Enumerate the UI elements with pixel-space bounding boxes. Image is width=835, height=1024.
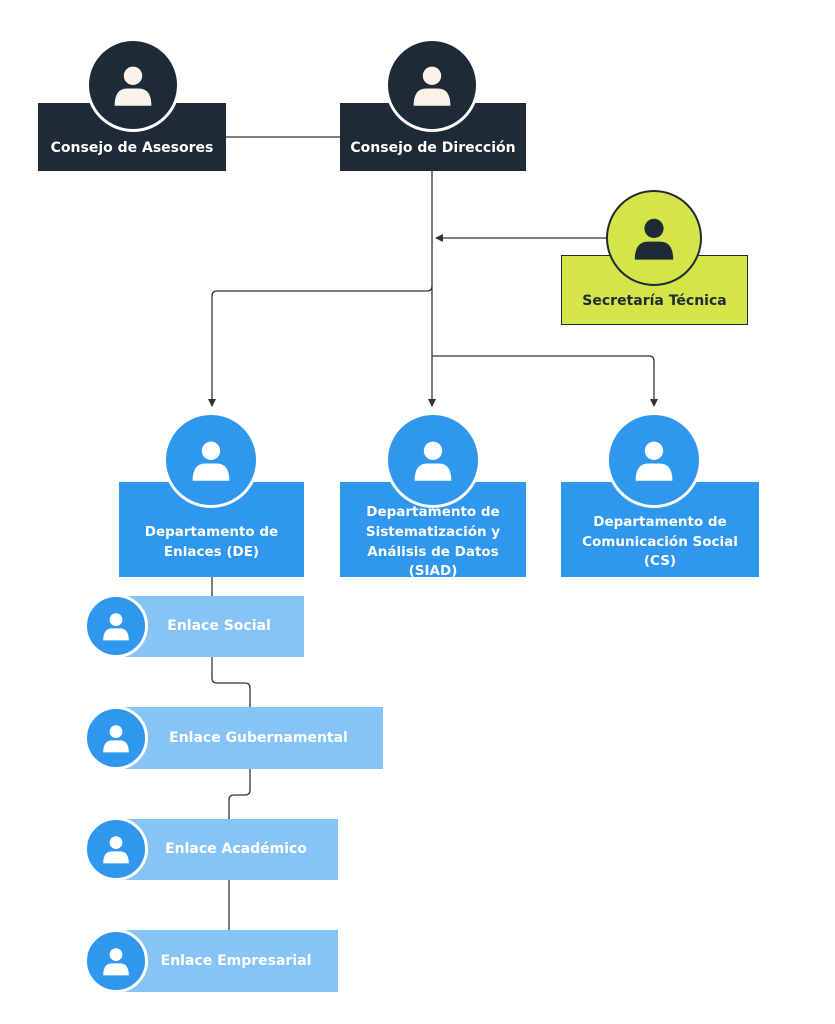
dept-enlaces-avatar xyxy=(163,412,259,508)
person-icon xyxy=(103,948,129,976)
dept-cs-avatar xyxy=(606,412,702,508)
consejo-direccion-avatar xyxy=(385,38,479,132)
enlace-social-avatar xyxy=(84,594,148,658)
person-icon xyxy=(414,441,452,481)
dept-siad-avatar xyxy=(385,412,481,508)
person-icon xyxy=(114,66,152,106)
enlace-empresarial-label: Enlace Empresarial xyxy=(160,952,312,969)
enlace-social-box: Enlace Social xyxy=(118,596,304,657)
consejo-asesores-avatar xyxy=(86,38,180,132)
dept-enlaces-box: Departamento de Enlaces (DE) xyxy=(119,482,304,577)
dept-enlaces-label: Departamento de Enlaces (DE) xyxy=(144,523,279,560)
person-icon xyxy=(634,218,674,260)
person-icon xyxy=(413,66,451,106)
enlace-gubernamental-box: Enlace Gubernamental xyxy=(118,707,383,769)
enlace-gubernamental-avatar xyxy=(84,706,148,770)
person-icon xyxy=(192,441,230,481)
dept-cs-box: Departamento de Comunicación Social (CS) xyxy=(561,482,759,577)
person-icon xyxy=(635,441,673,481)
dept-cs-label: Departamento de Comunicación Social (CS) xyxy=(582,514,738,570)
enlace-empresarial-avatar xyxy=(84,929,148,993)
secretaria-tecnica-label: Secretaría Técnica xyxy=(582,292,727,309)
secretaria-tecnica-avatar xyxy=(606,190,702,286)
consejo-direccion-label: Consejo de Dirección xyxy=(350,139,516,156)
enlace-empresarial-box: Enlace Empresarial xyxy=(118,930,338,992)
connector-direccion-cs xyxy=(432,355,658,407)
dept-siad-label: Departamento de Sistematización y Anális… xyxy=(365,504,501,580)
enlace-academico-label: Enlace Académico xyxy=(165,841,307,858)
person-icon xyxy=(103,613,129,641)
enlace-academico-avatar xyxy=(84,817,148,881)
enlace-social-label: Enlace Social xyxy=(167,618,271,635)
person-icon xyxy=(103,836,129,864)
person-icon xyxy=(103,725,129,753)
consejo-asesores-label: Consejo de Asesores xyxy=(50,139,214,156)
connector-gubernamental-academico xyxy=(228,769,251,819)
enlace-academico-box: Enlace Académico xyxy=(118,819,338,880)
connector-social-gubernamental xyxy=(211,657,251,707)
enlace-gubernamental-label: Enlace Gubernamental xyxy=(169,729,348,746)
dept-siad-box: Departamento de Sistematización y Anális… xyxy=(340,482,526,579)
connector-direccion-de xyxy=(208,285,433,407)
